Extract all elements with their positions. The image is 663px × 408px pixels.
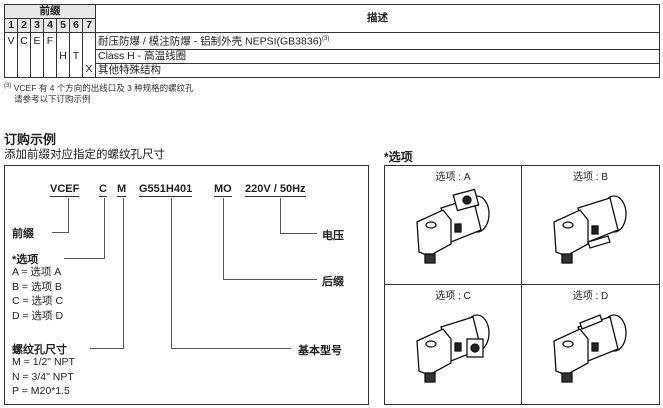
description-header: 描述 — [95, 4, 660, 33]
code-cell — [17, 49, 31, 63]
option-list: A = 选项 A B = 选项 B C = 选项 C D = 选项 D — [12, 265, 63, 323]
code-cell — [56, 63, 70, 78]
code-cell — [4, 49, 18, 63]
row-description: 耐压防爆 / 模注防爆 - 铝制外壳 NEPSI(GB3836)(3) — [95, 32, 660, 50]
position-5: 5 — [56, 18, 70, 33]
table-row: V C E F 耐压防爆 / 模注防爆 - 铝制外壳 NEPSI(GB3836)… — [4, 32, 660, 50]
code-cell: X — [82, 63, 96, 78]
code-prefix: VCEF — [50, 183, 80, 197]
connector-line — [280, 233, 317, 234]
option-cell-b: 选项 : B — [522, 166, 659, 285]
connector-line — [223, 279, 317, 280]
label-prefix: 前缀 — [12, 228, 34, 240]
option-d: D = 选项 D — [12, 309, 64, 322]
valve-option-d-icon — [553, 314, 627, 383]
option-cell-a: 选项 : A — [385, 166, 522, 285]
connector-line — [280, 198, 281, 233]
connector-line — [68, 198, 69, 232]
option-cell-d: 选项 : D — [522, 285, 659, 404]
code-cell — [17, 63, 31, 78]
code-cell: F — [43, 32, 57, 49]
code-option: C — [99, 183, 107, 197]
connector-line — [171, 348, 291, 349]
thread-n: N = 3/4" NPT — [12, 370, 74, 383]
spec-table: 前缀 描述 1 2 3 4 5 6 7 V C E F 耐压防爆 / 模注防爆 … — [4, 4, 660, 78]
code-base-model: G551H401 — [139, 183, 193, 197]
row-description: 其他特殊结构 — [95, 62, 660, 78]
option-a: A = 选项 A — [12, 266, 62, 278]
option-cell-label: 选项 : B — [572, 172, 608, 183]
position-1: 1 — [4, 18, 18, 33]
option-cell-label: 选项 : D — [572, 291, 609, 302]
thread-list: M = 1/2" NPT N = 3/4" NPT P = M20*1.5 — [12, 355, 75, 399]
label-voltage: 电压 — [322, 230, 344, 242]
position-2: 2 — [17, 18, 31, 33]
code-cell — [56, 32, 70, 49]
ordering-example-box — [4, 165, 369, 405]
code-cell: V — [4, 32, 18, 49]
option-c: C = 选项 C — [12, 295, 64, 307]
thread-p: P = M20*1.5 — [12, 385, 70, 397]
label-base-model: 基本型号 — [298, 345, 342, 357]
code-cell — [69, 32, 83, 49]
label-suffix: 后缀 — [322, 276, 344, 288]
valve-option-b-icon — [553, 195, 627, 264]
valve-option-a-icon — [416, 188, 490, 264]
connector-line — [64, 258, 105, 259]
options-grid: 选项 : A 选项 : B — [384, 165, 660, 405]
code-cell: T — [69, 49, 83, 63]
position-6: 6 — [69, 18, 83, 33]
option-cell-label: 选项 : C — [435, 291, 471, 302]
code-cell — [43, 49, 57, 63]
label-thread: 螺纹孔尺寸 — [12, 344, 67, 356]
prefix-header: 前缀 — [4, 4, 96, 19]
code-cell: E — [30, 32, 44, 49]
ordering-title: 订购示例 — [4, 132, 57, 147]
code-voltage: 220V / 50Hz — [245, 183, 306, 197]
code-cell — [69, 63, 83, 78]
option-cell-label: 选项 : A — [435, 172, 471, 183]
code-cell — [82, 49, 96, 63]
connector-line — [171, 198, 172, 348]
label-option: *选项 — [12, 254, 39, 266]
code-thread: M — [117, 183, 127, 197]
code-cell: H — [56, 49, 70, 63]
ordering-subtitle: 添加前缀对应指定的螺纹孔尺寸 — [4, 149, 165, 161]
connector-line — [90, 348, 124, 349]
table-row: X 其他特殊结构 — [4, 62, 660, 78]
footnote-mark: (3) — [4, 83, 12, 89]
footnote: (3) VCEF 有 4 个方向的出线口及 3 种规格的螺纹孔 请参考以下订购示… — [4, 81, 194, 105]
connector-line — [52, 232, 69, 233]
code-cell — [82, 32, 96, 49]
options-title: *选项 — [384, 150, 413, 164]
thread-m: M = 1/2" NPT — [12, 356, 75, 368]
option-cell-c: 选项 : C — [385, 285, 522, 404]
code-cell — [43, 63, 57, 78]
footnote-line-2: 请参考以下订购示例 — [14, 93, 91, 104]
footnote-line-1: VCEF 有 4 个方向的出线口及 3 种规格的螺纹孔 — [13, 82, 194, 93]
connector-line — [223, 198, 224, 279]
position-4: 4 — [43, 18, 57, 33]
code-cell — [30, 49, 44, 63]
valve-option-c-icon — [416, 314, 490, 383]
code-cell: C — [17, 32, 31, 49]
code-cell — [30, 63, 44, 78]
row-description: Class H - 高温线圈 — [95, 48, 660, 64]
connector-line — [123, 198, 124, 348]
table-row: H T Class H - 高温线圈 — [4, 48, 660, 64]
connector-line — [104, 198, 105, 258]
position-7: 7 — [82, 18, 96, 33]
option-b: B = 选项 B — [12, 280, 62, 293]
code-suffix: MO — [214, 183, 232, 197]
code-cell — [4, 63, 18, 78]
position-3: 3 — [30, 18, 44, 33]
